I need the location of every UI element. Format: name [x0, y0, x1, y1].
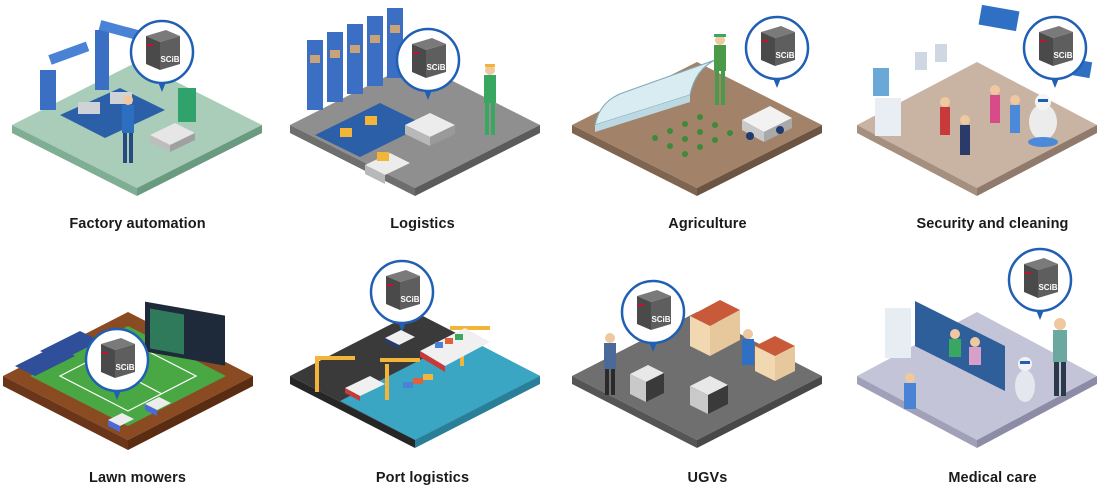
badge-text: SCiB — [1038, 283, 1057, 292]
tile-label: Logistics — [390, 216, 455, 232]
battery-icon: SCiB — [101, 338, 135, 378]
person-icon — [604, 329, 754, 395]
care-robot-icon — [1015, 357, 1035, 402]
tile-label: UGVs — [687, 470, 728, 486]
house-icon — [690, 300, 795, 381]
tile-factory-automation: SCiB Factory automation — [0, 0, 275, 245]
battery-icon: SCiB — [146, 30, 180, 70]
factory-illustration: SCiB — [12, 19, 262, 196]
tile-label: Factory automation — [69, 216, 206, 232]
scib-badge: SCiB — [84, 327, 150, 400]
battery-icon: SCiB — [637, 290, 671, 330]
tile-lawn-mowers: SCiB Lawn mowers — [0, 246, 275, 491]
factory-floor — [12, 62, 262, 196]
tile-label: Medical care — [948, 470, 1037, 486]
tile-port-logistics: SCiB Port logistics — [285, 246, 560, 491]
farmer-icon — [714, 34, 726, 105]
tile-medical-care: SCiB Medical care — [855, 246, 1100, 491]
agv-icon — [365, 113, 455, 184]
scib-badge: SCiB — [1022, 15, 1088, 88]
worker-icon — [484, 64, 496, 135]
patient-icon — [904, 329, 981, 409]
security-floor — [857, 62, 1097, 196]
agv-icon — [150, 123, 195, 152]
tile-ugvs: SCiB UGVs — [570, 246, 845, 491]
security-illustration: SCiB — [857, 4, 1097, 196]
tile-agriculture: SCiB Agriculture — [570, 0, 845, 245]
badge-text: SCiB — [651, 315, 670, 324]
conveyor-icon — [315, 103, 425, 157]
scib-badge: SCiB — [395, 27, 461, 100]
badge-text: SCiB — [115, 363, 134, 372]
robot-mower-icon — [108, 397, 171, 432]
control-panel-icon — [178, 88, 196, 122]
logistics-illustration: SCiB — [290, 8, 540, 196]
agri-robot-icon — [742, 106, 792, 142]
traveler-icon — [940, 85, 1020, 155]
doctor-icon — [1053, 318, 1067, 396]
ugv-illustration: SCiB — [572, 279, 822, 448]
badge-text: SCiB — [1053, 51, 1072, 60]
scib-badge: SCiB — [620, 279, 686, 352]
scoreboard-icon — [145, 301, 225, 366]
container-stack-icon — [403, 374, 433, 388]
scib-badge: SCiB — [1007, 247, 1073, 320]
tile-label: Agriculture — [668, 216, 747, 232]
scib-badge: SCiB — [129, 19, 195, 92]
crop-rows-icon — [652, 114, 733, 157]
badge-text: SCiB — [400, 295, 419, 304]
worker-icon — [122, 95, 134, 163]
scib-badge: SCiB — [744, 15, 810, 88]
tile-label: Security and cleaning — [916, 216, 1069, 232]
cleaning-robot-icon — [1028, 94, 1058, 147]
battery-icon: SCiB — [412, 38, 446, 78]
tugboat-icon — [385, 330, 415, 349]
battery-icon: SCiB — [1024, 258, 1058, 298]
battery-icon: SCiB — [1039, 26, 1073, 66]
tile-label: Port logistics — [375, 470, 470, 486]
scib-badge: SCiB — [369, 259, 435, 332]
badge-text: SCiB — [160, 55, 179, 64]
badge-text: SCiB — [426, 63, 445, 72]
battery-icon: SCiB — [761, 26, 795, 66]
tile-label: Lawn mowers — [89, 470, 186, 486]
departure-board-icon — [978, 4, 1020, 32]
medical-illustration: SCiB — [857, 247, 1097, 448]
badge-text: SCiB — [775, 51, 794, 60]
kiosk-icon — [873, 44, 947, 136]
tile-logistics: SCiB Logistics — [285, 0, 560, 245]
solar-panels-icon — [15, 331, 100, 376]
ship-icon — [345, 328, 490, 401]
battery-icon: SCiB — [386, 270, 420, 310]
tile-security-cleaning: SCiB Security and cleaning — [855, 0, 1100, 245]
delivery-robot-icon — [630, 365, 728, 414]
lawn-illustration: SCiB — [3, 301, 253, 450]
agriculture-illustration: SCiB — [572, 15, 822, 196]
port-illustration: SCiB — [290, 259, 540, 448]
